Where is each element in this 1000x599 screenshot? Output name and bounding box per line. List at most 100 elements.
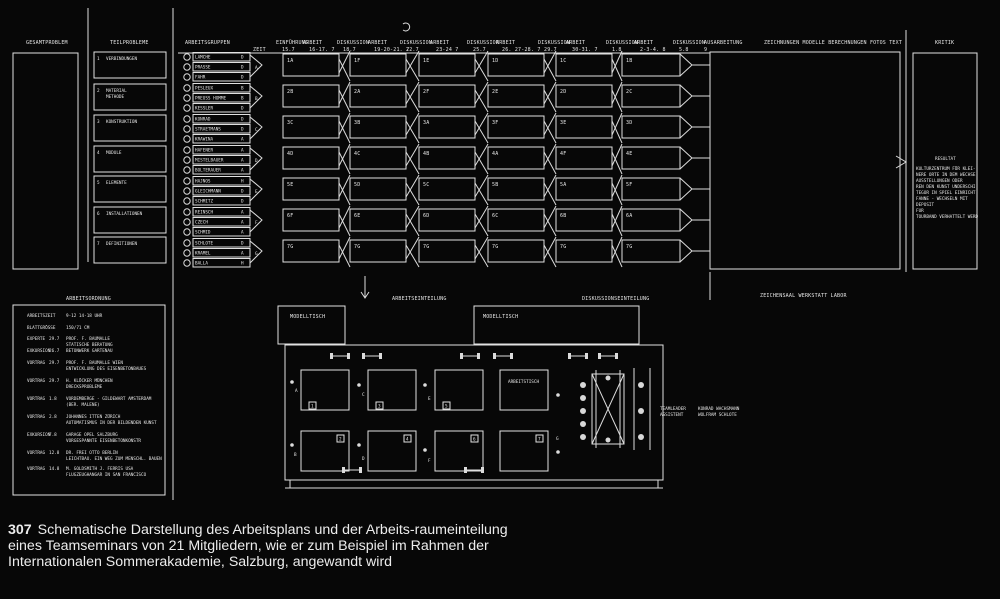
work-cell	[487, 115, 545, 139]
member-marker	[183, 73, 191, 81]
work-cell-code: 3A	[423, 120, 429, 126]
member-box	[192, 217, 251, 227]
ordnung-date: 7.8	[49, 432, 57, 438]
discussion-link	[474, 58, 489, 82]
member-marker	[183, 218, 191, 226]
work-cell	[621, 208, 681, 232]
header-zeichnungen: ZEICHNUNGEN MODELLE BERECHNUNGEN FOTOS T…	[764, 40, 902, 46]
modelltisch-right-label: MODELLTISCH	[483, 314, 518, 320]
member-name: PREUSS HOMME	[195, 96, 226, 102]
phase-name: DISKUSSION	[337, 40, 369, 46]
teilproblem-number: 5	[97, 180, 100, 186]
group-tag: F	[255, 220, 258, 226]
work-cell	[487, 208, 545, 232]
group-bracket	[249, 147, 263, 171]
resultat-line: FANNE - WECHSELN MIT	[916, 196, 968, 202]
ordnung-text: 150/71 CM	[66, 325, 90, 331]
ordnung-label: EXKURSION	[27, 348, 51, 354]
modelltisch-right	[473, 305, 640, 345]
discussion-link	[543, 120, 557, 144]
discussion-link	[338, 174, 351, 198]
table-number: 6	[473, 437, 476, 443]
member-name: GLEICHMANN	[195, 189, 221, 195]
member-marker	[183, 197, 191, 205]
ordnung-date: 1.8	[49, 396, 57, 402]
work-cell-code: 2A	[354, 89, 360, 95]
member-box	[192, 83, 251, 93]
work-cell	[349, 177, 407, 201]
seat	[330, 353, 333, 359]
work-cell-code: 6F	[287, 213, 293, 219]
discussion-link	[474, 112, 489, 136]
work-cell-code: 2C	[626, 89, 632, 95]
chair	[357, 383, 361, 387]
phase-name: ARBEIT	[303, 40, 322, 46]
work-cell-code: 6E	[354, 213, 360, 219]
room-letter: B	[294, 452, 297, 458]
member-name: PRASSE	[195, 65, 211, 71]
discussion-link	[338, 120, 351, 144]
discussion-link	[474, 205, 489, 229]
phase-date: 15.7	[282, 47, 295, 53]
work-cell	[418, 115, 476, 139]
phase-name: DISKUSSION	[673, 40, 705, 46]
assistent-label: ASSISTENT	[660, 412, 684, 418]
discussion-link	[611, 143, 623, 167]
phase-date: 30-31. 7	[572, 47, 598, 53]
ordnung-text: LEICHTBAU. EIN WEG ZUM MENSCHL. BAUEN	[66, 456, 162, 462]
resultat-line: KULTURZENTRUM FÜR KLEI-	[916, 165, 976, 172]
member-marker	[183, 125, 191, 133]
member-name: SCHLOTE	[195, 241, 214, 247]
ordnung-text: 9-12 14-18 UHR	[66, 313, 103, 319]
work-cell	[555, 115, 613, 139]
work-cell	[555, 146, 613, 170]
discussion-link	[405, 151, 420, 175]
teilproblem-number: 7	[97, 241, 100, 247]
member-name: LAMCHE	[195, 55, 211, 61]
resultat-line: TEGOR IN SPIEL EINRICHT.	[916, 190, 978, 196]
discussion-link	[474, 236, 489, 260]
ordnung-label: VORTRAG	[27, 378, 46, 384]
member-letter: A	[241, 148, 244, 154]
member-name: MISTELBAUER	[195, 158, 224, 164]
discussion-link	[474, 50, 489, 74]
work-cell	[282, 115, 340, 139]
seat	[585, 353, 588, 359]
resultat-line: NERE ORTE IN DEM WECHSE	[916, 172, 976, 178]
member-box	[192, 155, 251, 165]
work-cell	[349, 239, 407, 263]
work-cell	[418, 239, 476, 263]
ordnung-text: H. KLÖCKER MÜNCHEN	[66, 377, 113, 384]
arbeitsordnung-box	[12, 304, 166, 496]
work-cell-code: 1A	[287, 58, 293, 64]
room-table	[300, 369, 350, 411]
work-cell	[621, 115, 681, 139]
member-marker	[183, 94, 191, 102]
teilproblem-box	[93, 145, 167, 173]
work-cell-code: 1D	[492, 58, 498, 64]
seat	[598, 353, 601, 359]
result-arrow	[679, 177, 693, 201]
phase-date: 2-3-4. 8	[640, 47, 666, 53]
phase-name: DISKUSSION	[606, 40, 638, 46]
discussion-link	[543, 182, 557, 206]
teilproblem-label: ELEMENTE	[106, 180, 127, 186]
ordnung-text: AUTOMATISMUS IN DER BILDENDEN KUNST	[66, 420, 157, 426]
phase-name: ARBEIT	[430, 40, 449, 46]
member-name: FAHR	[195, 75, 206, 81]
work-cell-code: 2E	[492, 89, 498, 95]
work-cell-code: 7G	[492, 244, 498, 250]
discussion-link	[405, 120, 420, 144]
member-letter: D	[241, 189, 244, 195]
work-cell	[621, 84, 681, 108]
group-bracket	[249, 116, 263, 140]
member-marker	[183, 135, 191, 143]
member-name: KONRAD	[195, 117, 211, 123]
resultat-line: TOURBAND VERHATTELT WERD	[916, 214, 978, 220]
member-name: HAJNOS	[195, 179, 211, 185]
zeichensaal-label: ZEICHENSAAL WERKSTATT LABOR	[760, 293, 847, 299]
group-tag: G	[255, 251, 258, 257]
group-bracket	[249, 209, 263, 233]
group-bracket	[249, 85, 263, 109]
work-cell-code: 5A	[560, 182, 566, 188]
